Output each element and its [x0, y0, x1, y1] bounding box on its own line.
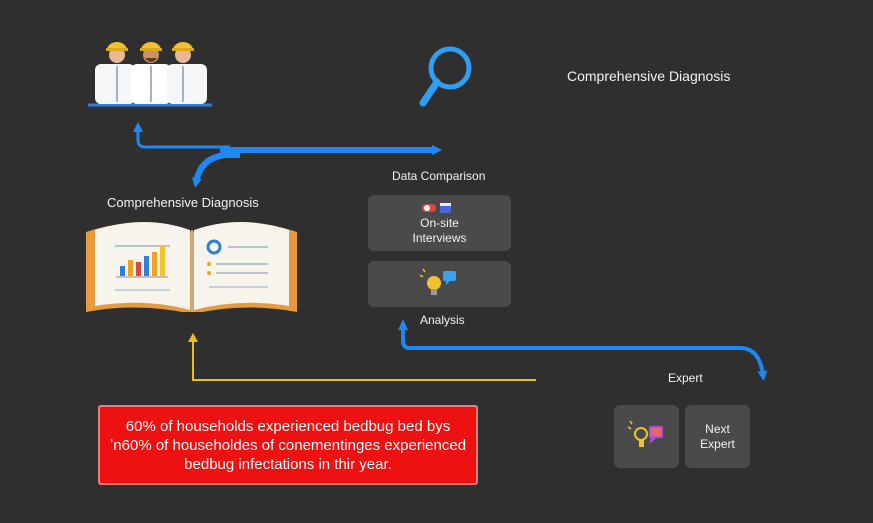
analysis-box[interactable]: [368, 261, 511, 307]
chat-icon: [442, 271, 456, 285]
alert-line3: bedbug infectations in thir year.: [184, 455, 392, 473]
expert-label: Expert: [668, 371, 703, 385]
arrow-down-to-book: [191, 152, 240, 188]
book-icon: [86, 222, 297, 317]
magnifier-icon: [419, 46, 472, 107]
toggle-icon: [421, 202, 451, 213]
workers-icon: [88, 42, 212, 107]
next-expert-box[interactable]: Next Expert: [685, 405, 750, 468]
lightbulb-icon: [627, 420, 663, 447]
next-line1: Next: [705, 421, 730, 436]
next-line2: Expert: [700, 436, 735, 451]
interviews-line1: On-site: [420, 215, 459, 230]
interviews-line2: Interviews: [412, 230, 467, 245]
chat-icon: [648, 425, 663, 444]
data-comparison-label: Data Comparison: [392, 169, 486, 183]
top-title: Comprehensive Diagnosis: [567, 68, 731, 84]
lightbulb-icon: [419, 268, 456, 295]
alert-line1: 60% of households experienced bedbug bed…: [125, 417, 451, 435]
bar-chart-icon: [116, 246, 168, 278]
statistic-alert: 60% of households experienced bedbug bed…: [98, 405, 478, 485]
arrow-up-to-workers: [133, 122, 230, 149]
arrow-yellow-to-book: [192, 340, 536, 381]
alert-line2: ʼn60% of householdes of conementinges ex…: [109, 436, 467, 454]
analysis-label: Analysis: [420, 313, 465, 327]
book-title: Comprehensive Diagnosis: [107, 195, 259, 210]
expert-icon-box[interactable]: [614, 405, 679, 468]
interviews-box[interactable]: On-site Interviews: [368, 195, 511, 251]
arrow-analysis-to-expert: [401, 325, 768, 381]
